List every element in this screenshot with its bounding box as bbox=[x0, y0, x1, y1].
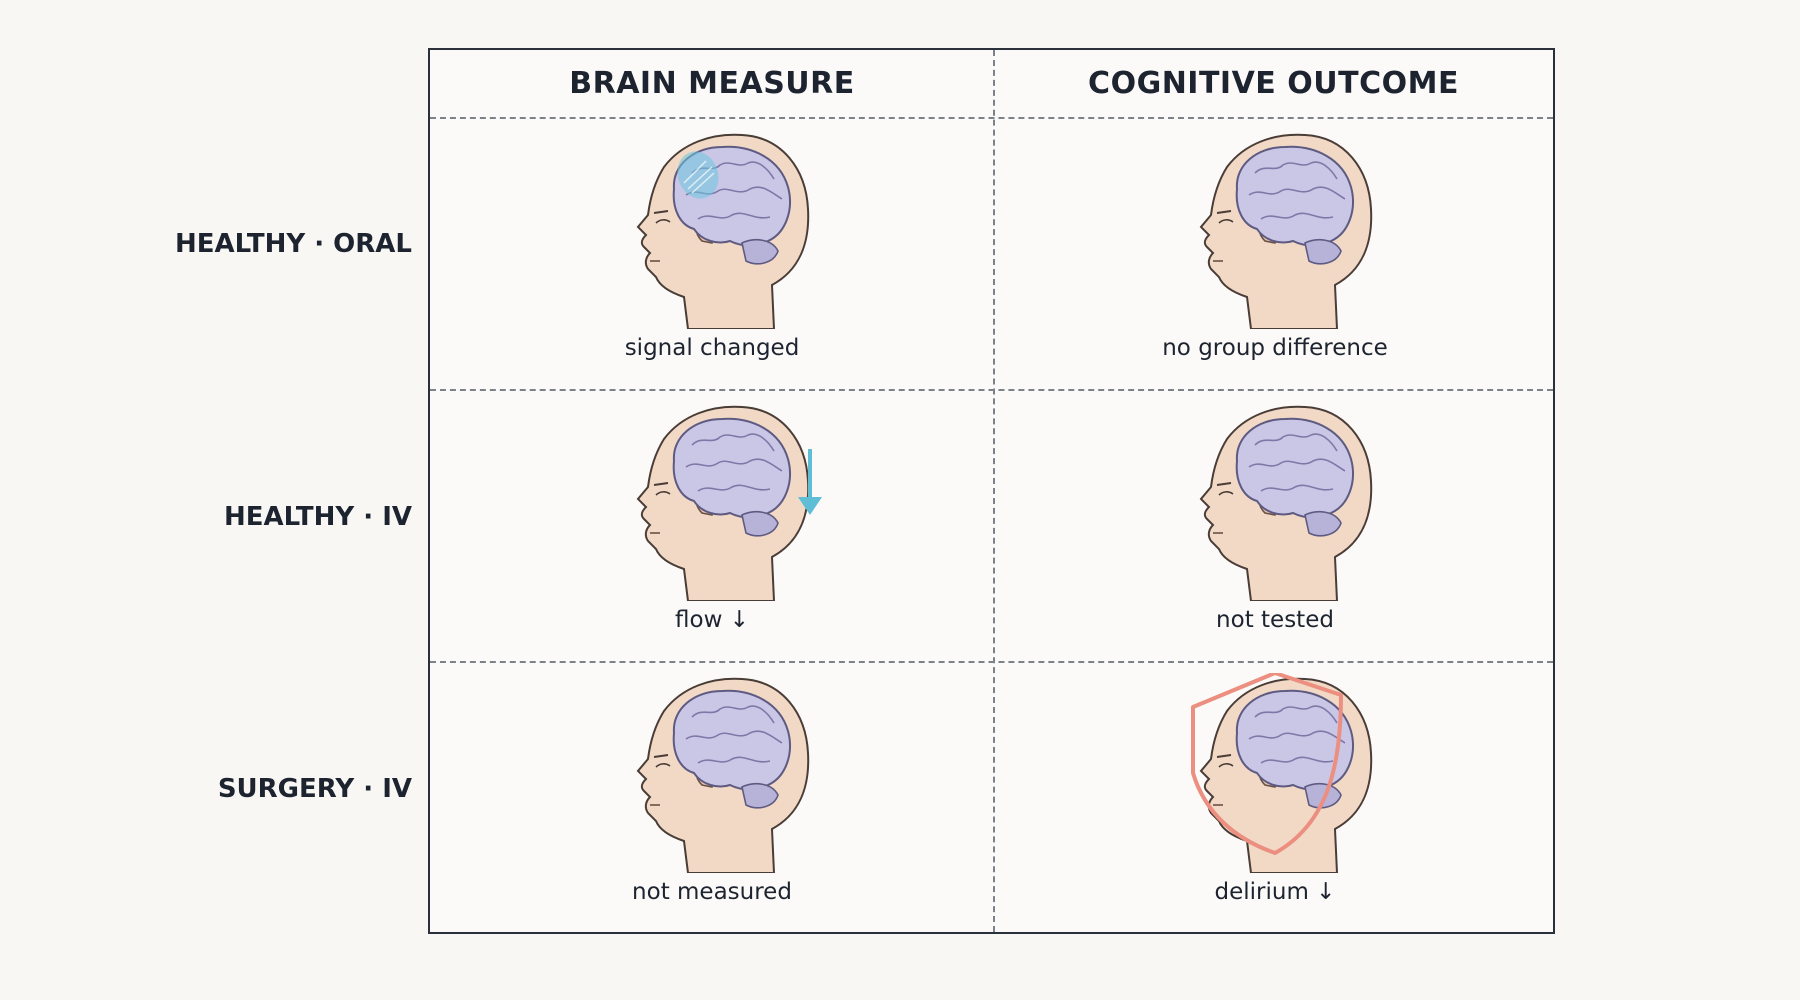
column-divider bbox=[993, 50, 995, 932]
brain-icon bbox=[1235, 689, 1354, 791]
cell-healthy-iv-brain-measure: flow ↓ bbox=[432, 391, 992, 663]
brain-icon bbox=[1235, 145, 1354, 247]
shield-icon bbox=[1191, 673, 1343, 855]
row-divider-1 bbox=[430, 389, 1553, 391]
cell-healthy-oral-cognitive-outcome: no group difference bbox=[995, 119, 1555, 391]
highlight-region-icon bbox=[677, 151, 719, 199]
cell-surgery-iv-cognitive-outcome: delirium ↓ bbox=[995, 663, 1555, 935]
cell-healthy-oral-brain-measure: signal changed bbox=[432, 119, 992, 391]
row-label-healthy-oral: HEALTHY · ORAL bbox=[174, 229, 412, 259]
cell-caption: signal changed bbox=[624, 335, 800, 361]
head-profile-icon bbox=[1199, 405, 1373, 601]
brain-icon bbox=[1235, 417, 1354, 519]
brain-icon bbox=[672, 417, 791, 519]
head-profile-icon bbox=[636, 405, 822, 601]
row-label-surgery-iv: SURGERY · IV bbox=[217, 774, 412, 804]
brain-icon bbox=[672, 689, 791, 791]
cell-caption: no group difference bbox=[1162, 335, 1388, 361]
row-label-healthy-iv: HEALTHY · IV bbox=[223, 502, 412, 532]
cell-surgery-iv-brain-measure: not measured bbox=[432, 663, 992, 935]
column-header-cognitive-outcome: COGNITIVE OUTCOME bbox=[1088, 65, 1459, 101]
cell-caption: delirium ↓ bbox=[1214, 879, 1336, 905]
head-profile-icon bbox=[636, 677, 810, 873]
head-profile-icon bbox=[1199, 133, 1373, 329]
head-profile-icon bbox=[1191, 673, 1373, 873]
head-profile-icon bbox=[636, 133, 810, 329]
down-arrow-icon bbox=[798, 449, 822, 515]
row-divider-2 bbox=[430, 661, 1553, 663]
cell-caption: not tested bbox=[1216, 607, 1334, 633]
cell-caption: not measured bbox=[632, 879, 792, 905]
header-divider bbox=[430, 117, 1553, 119]
cell-healthy-iv-cognitive-outcome: not tested bbox=[995, 391, 1555, 663]
cell-caption: flow ↓ bbox=[675, 607, 749, 633]
column-header-brain-measure: BRAIN MEASURE bbox=[569, 65, 855, 101]
